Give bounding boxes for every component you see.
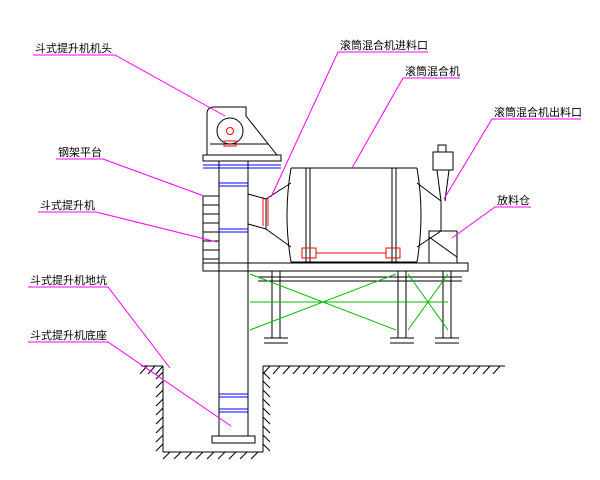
label-mixer-outlet: 滚筒混合机出料口: [494, 105, 582, 119]
ground-and-pit: [139, 365, 505, 460]
leader-elevator-pit: [28, 286, 171, 369]
drum-left-end: [286, 167, 292, 263]
structure-lines: [139, 106, 505, 460]
leader-elevator-base: [28, 341, 232, 427]
hatch-pit-left-wall: [155, 371, 164, 452]
label-elevator: 斗式提升机: [40, 198, 95, 212]
hatch-right-ground: [262, 365, 501, 375]
leader-discharge-bin: [451, 206, 531, 239]
label-elevator-head: 斗式提升机机头: [35, 41, 112, 55]
drum-right-end: [416, 167, 422, 263]
outlet-top-box: [432, 151, 454, 171]
platform-frame: [202, 262, 469, 282]
elevator-head: [202, 106, 282, 162]
leader-mixer-inlet: [270, 51, 428, 198]
hatch-left-ground: [139, 365, 164, 375]
drum-mixer-body: [286, 167, 422, 263]
head-drive-detail: [223, 140, 237, 147]
label-discharge-bin: 放料仓: [497, 193, 530, 207]
label-elevator-base: 斗式提升机底座: [30, 328, 107, 342]
head-base-plate: [202, 154, 282, 162]
hatch-pit-right-wall: [262, 371, 271, 452]
leader-mixer-outlet: [443, 118, 581, 200]
discharge-bin: [428, 230, 458, 264]
red-details: [223, 127, 401, 259]
cross-bracing: [249, 273, 449, 331]
elevator-base-boot: [211, 435, 256, 444]
flange-lines: [203, 164, 281, 413]
elevator-column: [211, 161, 256, 444]
leader-elevator-head: [33, 54, 226, 117]
mixer-outlet-duct: [416, 144, 454, 248]
label-elevator-pit: 斗式提升机地坑: [30, 273, 107, 287]
labels: 斗式提升机机头 滚筒混合机进料口 滚筒混合机 滚筒混合机出料口 钢架平台 斗式提…: [30, 38, 582, 342]
mixer-inlet-chute: [247, 182, 292, 248]
label-platform: 钢架平台: [58, 145, 102, 159]
support-roller-left: [301, 247, 317, 259]
hatch-pit-bottom: [162, 451, 259, 460]
discharge-bin-box: [428, 230, 458, 264]
leader-lines: [28, 51, 581, 427]
outlet-top-nub: [437, 144, 447, 153]
label-mixer-inlet: 滚筒混合机进料口: [340, 38, 428, 52]
head-pulley-wheel: [216, 117, 244, 145]
leader-platform: [56, 158, 205, 197]
platform-legs: [264, 271, 459, 344]
support-roller-right: [385, 247, 401, 259]
access-ladder: [202, 195, 219, 263]
leader-elevator: [38, 211, 218, 243]
platform-main-beam: [202, 262, 469, 272]
label-mixer: 滚筒混合机: [405, 64, 460, 78]
pulley-hub: [226, 127, 234, 135]
leader-mixer: [351, 77, 460, 169]
